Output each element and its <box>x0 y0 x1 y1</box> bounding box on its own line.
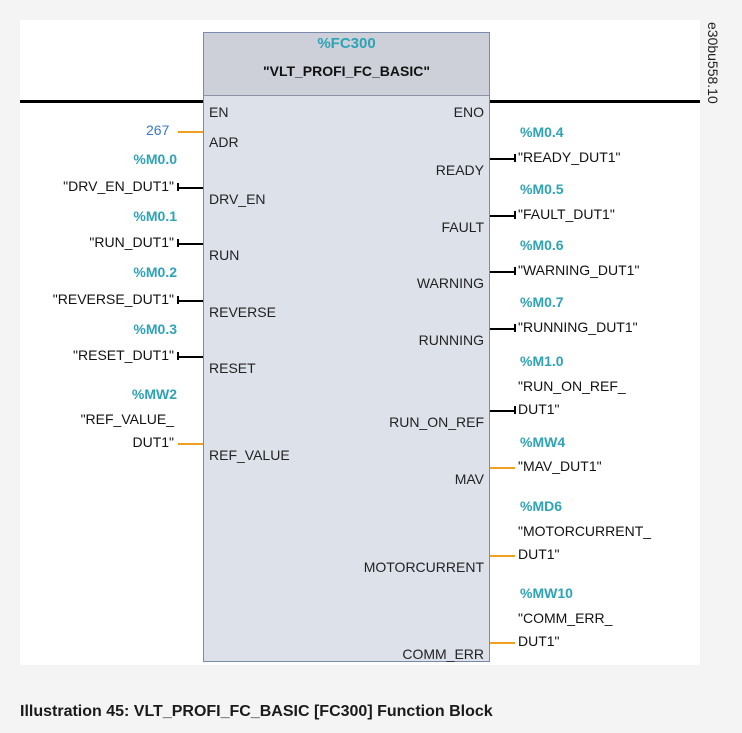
comm-err-operand-line2[interactable]: DUT1" <box>518 633 560 649</box>
run-on-ref-wire <box>490 410 515 412</box>
comm-err-address: %MW10 <box>520 585 573 601</box>
run-on-ref-tick <box>514 406 516 414</box>
run-wire <box>178 243 203 245</box>
pin-comm-err: COMM_ERR <box>402 646 484 662</box>
motorcurrent-operand-line2[interactable]: DUT1" <box>518 546 560 562</box>
document-id: e30bu558.10 <box>705 22 721 104</box>
comm-err-wire <box>490 642 515 644</box>
pin-adr: ADR <box>209 134 239 150</box>
illustration-caption: Illustration 45: VLT_PROFI_FC_BASIC [FC3… <box>20 703 493 720</box>
pin-run: RUN <box>209 247 240 263</box>
warning-operand[interactable]: "WARNING_DUT1" <box>518 262 640 278</box>
run-address: %M0.1 <box>133 208 177 224</box>
pin-reset: RESET <box>209 360 256 376</box>
run-operand[interactable]: "RUN_DUT1" <box>89 234 174 250</box>
reverse-tick <box>177 296 179 304</box>
reverse-address: %M0.2 <box>133 264 177 280</box>
ref-value-operand-line1[interactable]: "REF_VALUE_ <box>80 411 174 427</box>
adr-wire <box>178 131 203 133</box>
reset-address: %M0.3 <box>133 321 177 337</box>
ready-tick <box>514 154 516 162</box>
pin-ref-value: REF_VALUE <box>209 447 290 463</box>
pin-drv-en: DRV_EN <box>209 191 266 207</box>
mav-operand[interactable]: "MAV_DUT1" <box>518 458 602 474</box>
drv-en-address: %M0.0 <box>133 151 177 167</box>
pin-ready: READY <box>435 162 484 178</box>
ready-operand[interactable]: "READY_DUT1" <box>518 149 621 165</box>
ref-value-address: %MW2 <box>131 386 177 402</box>
pin-reverse: REVERSE <box>209 304 276 320</box>
pin-en: EN <box>209 104 229 120</box>
mav-wire <box>490 467 515 469</box>
reverse-operand[interactable]: "REVERSE_DUT1" <box>52 291 174 307</box>
fault-wire <box>490 215 515 217</box>
ref-value-wire <box>178 443 203 445</box>
pin-eno: ENO <box>453 104 484 120</box>
fault-operand[interactable]: "FAULT_DUT1" <box>518 206 615 222</box>
running-wire <box>490 328 515 330</box>
pin-motorcurrent: MOTORCURRENT <box>363 559 484 575</box>
motorcurrent-operand-line1[interactable]: "MOTORCURRENT_ <box>518 523 652 539</box>
running-operand[interactable]: "RUNNING_DUT1" <box>518 319 638 335</box>
run-tick <box>177 239 179 247</box>
reset-wire <box>178 356 203 358</box>
ref-value-operand-line2[interactable]: DUT1" <box>132 434 174 450</box>
pin-fault: FAULT <box>441 219 484 235</box>
fbd-diagram: %FC300 "VLT_PROFI_FC_BASIC" EN ADR DRV_E… <box>20 20 700 665</box>
reset-tick <box>177 352 179 360</box>
fault-address: %M0.5 <box>520 181 564 197</box>
block-number: %FC300 <box>317 35 376 52</box>
en-rail-line <box>20 100 203 103</box>
motorcurrent-address: %MD6 <box>520 498 563 514</box>
ready-wire <box>490 158 515 160</box>
eno-rail-line <box>490 100 700 103</box>
warning-address: %M0.6 <box>520 237 564 253</box>
running-address: %M0.7 <box>520 294 564 310</box>
run-on-ref-address: %M1.0 <box>520 353 564 369</box>
motorcurrent-wire <box>490 555 515 557</box>
warning-wire <box>490 271 515 273</box>
fault-tick <box>514 211 516 219</box>
drv-en-wire <box>178 187 203 189</box>
run-on-ref-operand-line1[interactable]: "RUN_ON_REF_ <box>518 378 626 394</box>
running-tick <box>514 324 516 332</box>
pin-warning: WARNING <box>416 275 484 291</box>
mav-address: %MW4 <box>520 434 566 450</box>
pin-running: RUNNING <box>418 332 484 348</box>
adr-constant[interactable]: 267 <box>146 122 170 138</box>
drv-en-operand[interactable]: "DRV_EN_DUT1" <box>63 178 174 194</box>
pin-run-on-ref: RUN_ON_REF <box>389 414 484 430</box>
function-block[interactable]: %FC300 "VLT_PROFI_FC_BASIC" EN ADR DRV_E… <box>203 32 490 662</box>
comm-err-operand-line1[interactable]: "COMM_ERR_ <box>518 610 613 626</box>
pin-mav: MAV <box>454 471 484 487</box>
reverse-wire <box>178 300 203 302</box>
drv-en-tick <box>177 183 179 191</box>
block-name: "VLT_PROFI_FC_BASIC" <box>262 63 431 79</box>
run-on-ref-operand-line2[interactable]: DUT1" <box>518 401 560 417</box>
ready-address: %M0.4 <box>520 124 564 140</box>
function-block-header: %FC300 "VLT_PROFI_FC_BASIC" <box>204 33 489 96</box>
reset-operand[interactable]: "RESET_DUT1" <box>73 347 174 363</box>
warning-tick <box>514 267 516 275</box>
